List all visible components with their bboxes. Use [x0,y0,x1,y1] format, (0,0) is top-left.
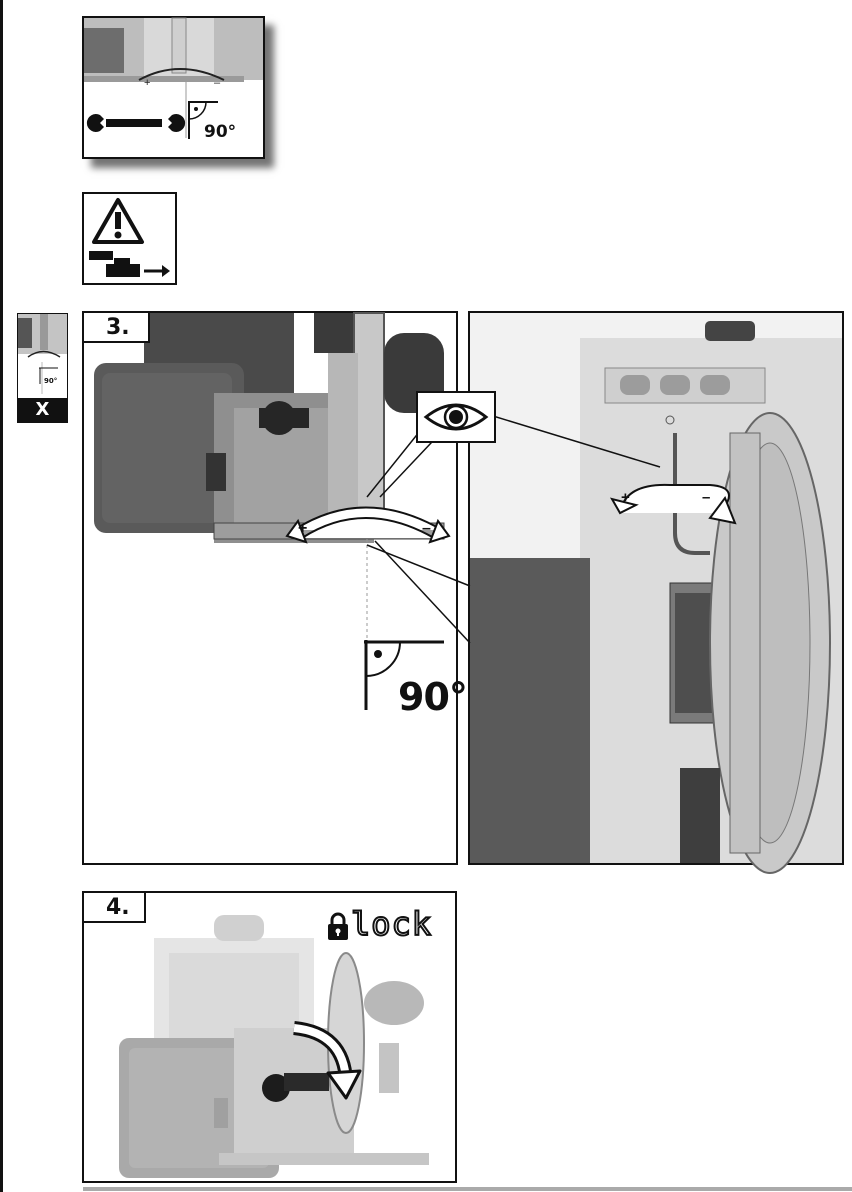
step-number-label: 4. [84,893,146,923]
side-reference-thumbnail: 90° X [17,313,68,423]
battery-removal-icon [89,251,170,277]
adjustment-arrow [285,506,451,544]
angle-label: 90° [398,675,468,719]
saw-blade-detail-illustration [470,313,842,874]
plus-sign: + [298,520,308,537]
rotation-arrow-icon [609,483,737,525]
step-number-label: 3. [84,313,150,343]
right-angle-icon [364,640,444,710]
svg-text:+: + [144,77,150,89]
warning-triangle-icon [92,198,144,244]
plus-sign: + [621,489,630,506]
eye-icon [423,403,489,431]
warning-illustration [89,198,170,277]
minus-sign: – [422,520,431,537]
page-bottom-rule [83,1187,852,1191]
side-reference-illustration [18,314,67,394]
page-margin-rule [0,0,3,1192]
angle-label: 90° [204,122,237,142]
step3-detail-panel: + – [468,311,844,874]
minus-sign: – [702,489,711,506]
saw-detail-illustration: + – [84,17,263,157]
right-angle-icon [188,101,218,139]
side-reference-angle: 90° [44,377,58,385]
saw-locking-illustration [84,893,455,1181]
step4-panel: lock 4. [82,891,457,1183]
lock-icon [328,912,348,940]
adjustment-thumbnail: + – 90° [82,16,265,159]
side-reference-label: X [18,398,67,422]
wrench-icon [86,114,186,132]
lock-label: lock [350,905,433,943]
warning-remove-battery-box [82,192,177,285]
svg-text:–: – [214,77,221,89]
step3-panel: + – 90° 3. [82,311,468,865]
eye-callout-box [416,391,496,443]
